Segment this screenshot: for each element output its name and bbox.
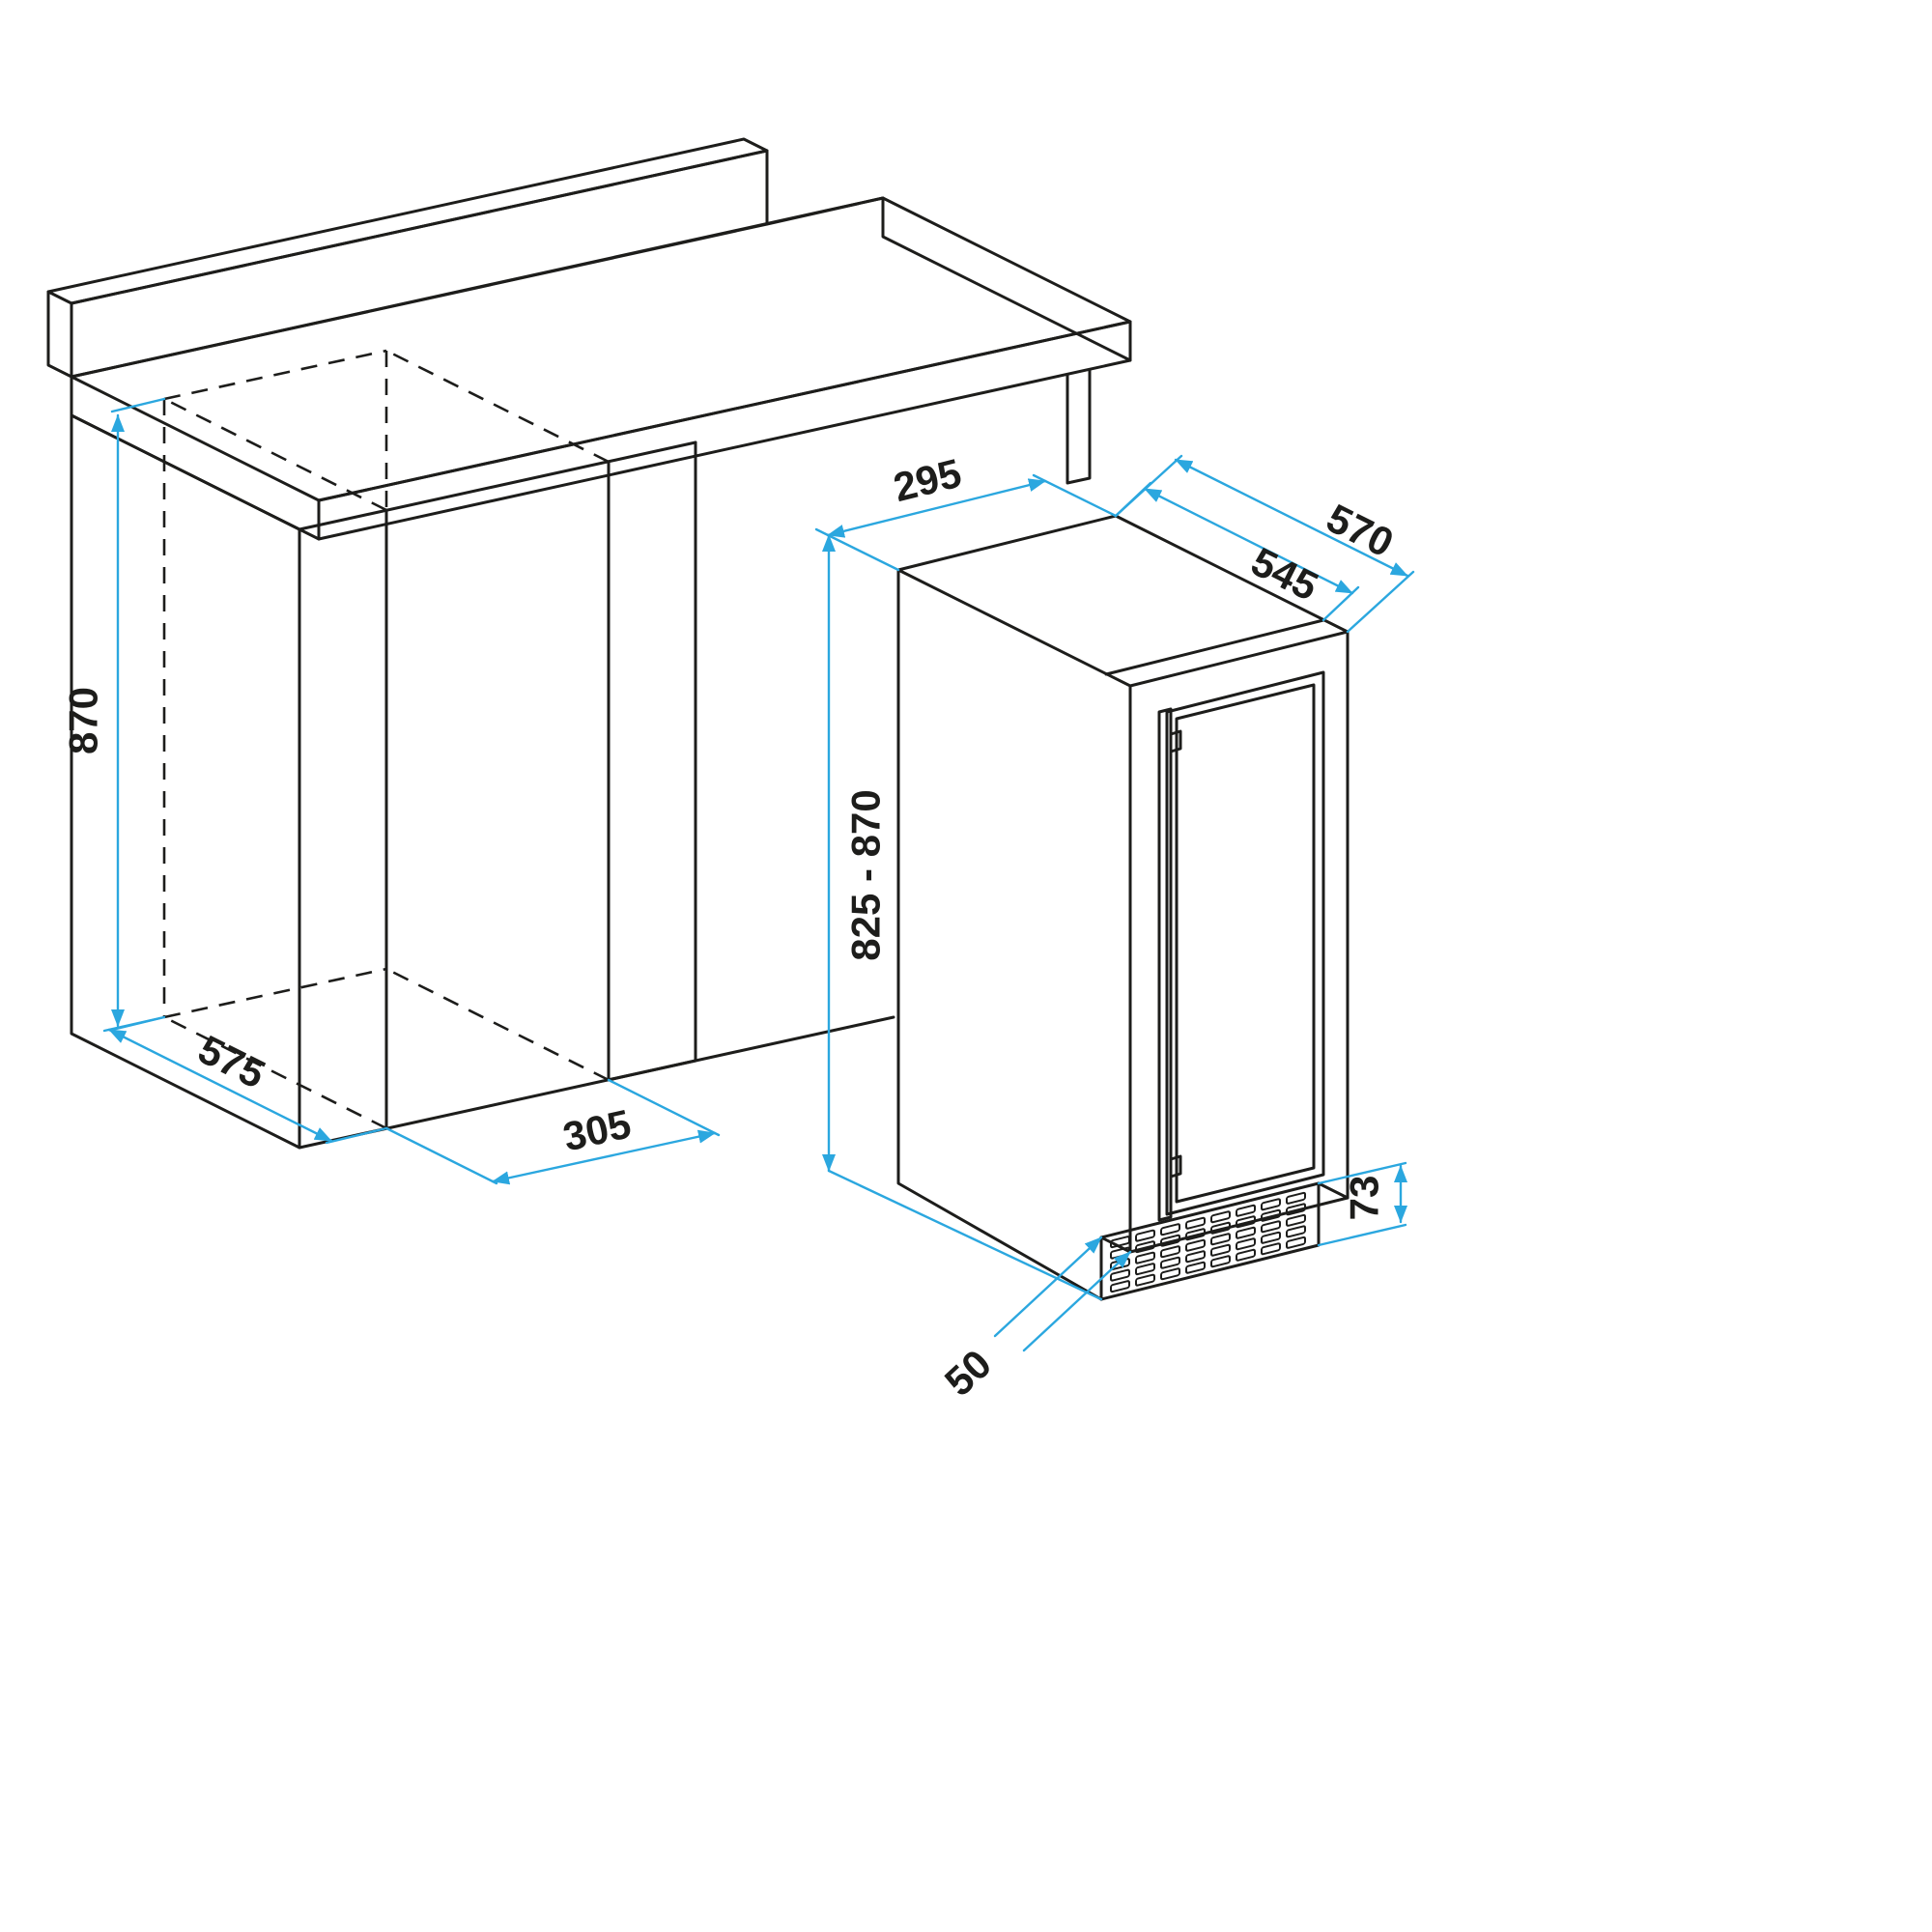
vent-slot	[1185, 1238, 1206, 1252]
vent-slot	[1185, 1216, 1206, 1230]
door-handle-post-top	[1169, 729, 1182, 753]
dim-label-cooler-width: 295	[889, 450, 965, 511]
niche-top-right-edge	[385, 349, 610, 464]
vent-slot	[1135, 1263, 1155, 1276]
dimension-niche-width: 305	[384, 1078, 721, 1185]
dimension-line	[826, 478, 1047, 538]
leader-line	[1022, 1250, 1132, 1352]
wine-cooler-drawing	[896, 514, 1350, 1301]
vent-slot	[1110, 1268, 1130, 1282]
dim-label-cooler-depth-total: 570	[1320, 495, 1401, 565]
door-handle-post-bottom	[1169, 1154, 1182, 1179]
vent-slot	[1236, 1237, 1256, 1251]
vent-slot	[1110, 1280, 1130, 1293]
vent-slot	[1160, 1223, 1180, 1236]
vent-slot	[1286, 1191, 1306, 1205]
vent-slot	[1110, 1236, 1130, 1249]
cooler-door-top-edge	[1104, 618, 1325, 676]
leader-line	[993, 1236, 1103, 1338]
vent-slot	[1185, 1228, 1206, 1241]
cabinet-bottom-edge	[298, 1015, 895, 1150]
vent-slot	[1261, 1198, 1281, 1211]
support-bracket	[1065, 368, 1092, 485]
niche-bottom-right-edge	[385, 967, 610, 1082]
vent-slot	[1236, 1204, 1256, 1217]
extension-line	[1346, 570, 1415, 634]
door-glass-inner-frame	[1175, 683, 1316, 1204]
dim-label-cooler-height-range: 825 - 870	[843, 789, 889, 960]
door-glass-outer-frame	[1165, 670, 1325, 1216]
extension-line	[607, 1078, 721, 1137]
vent-slot	[1210, 1221, 1231, 1235]
vent-slot	[1160, 1234, 1180, 1247]
cabinet-front-top-edge	[298, 440, 697, 531]
extension-line	[102, 1015, 166, 1033]
dimensions: 870 575 305 295 570	[61, 397, 1415, 1405]
vent-slot	[1286, 1225, 1306, 1238]
dimension-cooler-depth-body: 545	[1114, 481, 1360, 622]
countertop-front-edge	[317, 320, 1132, 541]
vent-slot	[1286, 1213, 1306, 1227]
dim-label-niche-width: 305	[559, 1100, 636, 1159]
vent-slot	[1210, 1210, 1231, 1224]
vent-grille-slots	[1110, 1191, 1306, 1293]
extension-line	[110, 397, 166, 413]
counter-cabinet-drawing	[46, 137, 1132, 1150]
vent-slot	[1135, 1273, 1155, 1287]
vent-slot	[1210, 1233, 1231, 1246]
vent-slot	[1185, 1250, 1206, 1264]
vent-slot	[1160, 1245, 1180, 1259]
dimension-cooler-height-range: 825 - 870	[822, 533, 1103, 1301]
dim-label-plinth-recess: 50	[936, 1341, 1000, 1405]
cooler-side-face	[896, 568, 1103, 1301]
niche-back-top-edge	[163, 349, 387, 401]
vent-slot	[1236, 1248, 1256, 1262]
countertop-underside-edge	[881, 196, 1132, 362]
extension-line	[325, 1126, 388, 1145]
dim-label-cooler-depth-body: 545	[1244, 538, 1325, 609]
cabinet-side-panel	[70, 413, 301, 1150]
vent-slot	[1261, 1231, 1281, 1244]
vent-slot	[1210, 1255, 1231, 1268]
vent-slot	[1286, 1236, 1306, 1249]
vent-slot	[1185, 1261, 1206, 1274]
dimension-plinth-height: 73	[1317, 1161, 1407, 1247]
extension-line	[1317, 1223, 1407, 1247]
vent-slot	[1135, 1251, 1155, 1264]
dimension-niche-height: 870	[61, 397, 166, 1032]
vent-slot	[1261, 1220, 1281, 1234]
extension-line	[1032, 473, 1118, 518]
cooler-door-underside	[1317, 1181, 1350, 1200]
dim-label-plinth-height: 73	[1342, 1176, 1387, 1221]
countertop-top-face	[70, 196, 1132, 502]
vent-slot	[1135, 1240, 1155, 1254]
dimension-line	[107, 1028, 333, 1143]
dimension-line	[491, 1129, 717, 1185]
niche-back-bottom-edge	[163, 967, 387, 1019]
vent-slot	[1286, 1203, 1306, 1216]
backsplash-left-end	[46, 290, 73, 379]
vent-slot	[1210, 1243, 1231, 1257]
backsplash-top-face	[46, 137, 769, 305]
dimension-line	[1143, 487, 1354, 595]
vent-slot	[1135, 1229, 1155, 1242]
vent-slot	[1160, 1256, 1180, 1269]
vent-slot	[1236, 1215, 1256, 1229]
dim-label-niche-height: 870	[61, 687, 106, 754]
cooler-top-face	[896, 514, 1350, 688]
vent-slot	[1236, 1226, 1256, 1239]
vent-slot	[1261, 1242, 1281, 1256]
vent-slot	[1261, 1208, 1281, 1222]
door-handle-bar	[1157, 707, 1173, 1222]
extension-line	[1317, 1161, 1407, 1185]
extension-line	[384, 1126, 498, 1185]
extension-line	[827, 1169, 1103, 1301]
dimension-niche-depth: 575	[102, 1015, 388, 1145]
niche-top-left-edge	[163, 397, 387, 512]
vent-slot	[1160, 1267, 1180, 1281]
